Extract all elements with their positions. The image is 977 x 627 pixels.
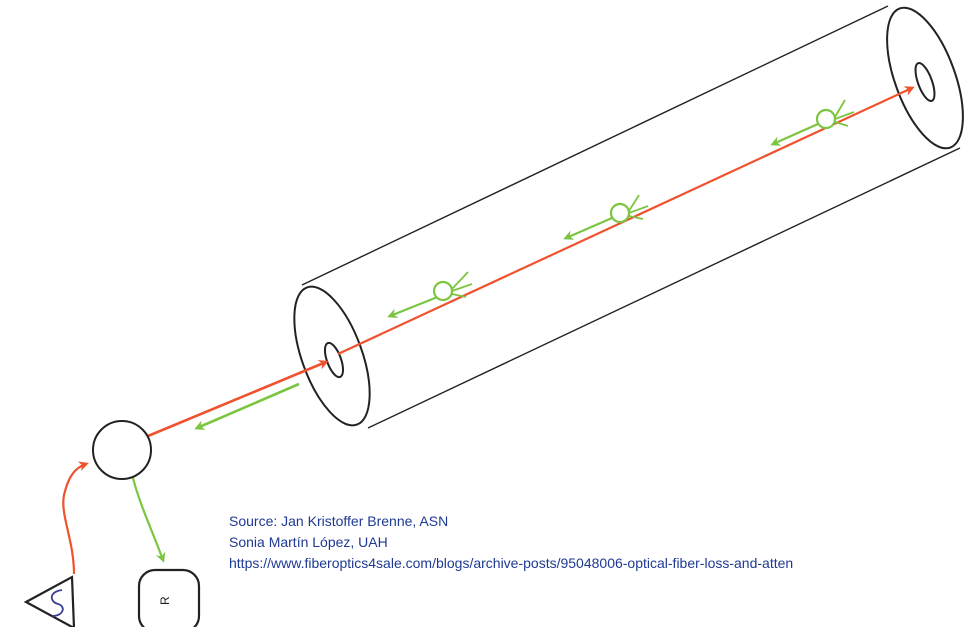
scatter-point-3: [770, 99, 855, 146]
fiber-far-end: [886, 6, 964, 150]
receiver-label: R: [158, 596, 172, 605]
scatter-point-1: [387, 271, 473, 319]
source-credit-line-1: Source: Jan Kristoffer Brenne, ASN: [229, 513, 449, 529]
fiber-cylinder: [293, 5, 964, 429]
forward-light: [62, 86, 915, 575]
fiber-near-core: [323, 341, 345, 379]
fiber-top-edge: [301, 5, 889, 286]
backscatter-return: [194, 382, 300, 430]
fiber-far-core: [914, 62, 936, 102]
backscatter-to-receiver: [131, 477, 166, 563]
receiver-symbol: R: [137, 568, 201, 627]
source-credit-line-2: Sonia Martín López, UAH: [229, 534, 388, 550]
fiber-near-end: [293, 285, 371, 427]
fiber-bottom-edge: [367, 147, 961, 429]
source-url[interactable]: https://www.fiberoptics4sale.com/blogs/a…: [229, 555, 794, 571]
backscatter-light: [131, 99, 855, 563]
coupler-circle: [92, 420, 152, 480]
forward-light-to-fiber: [147, 360, 329, 438]
scatter-point-2: [563, 194, 649, 240]
forward-light-from-source: [62, 461, 89, 575]
source-symbol: [23, 575, 76, 627]
